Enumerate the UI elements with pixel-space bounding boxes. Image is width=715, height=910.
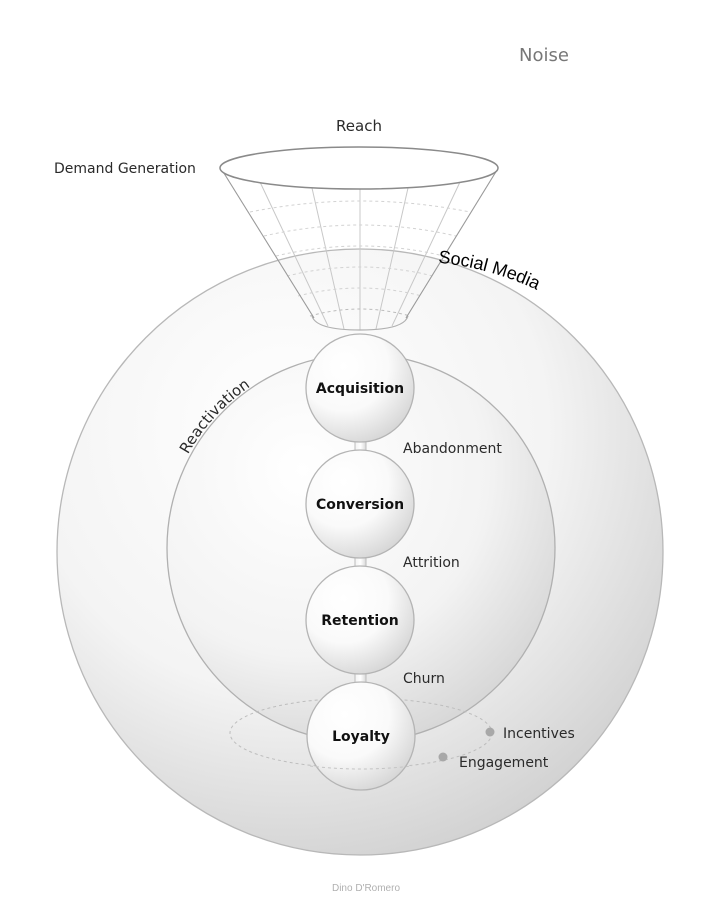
reach-label: Reach [336, 117, 382, 135]
leakage-label-abandonment: Abandonment [403, 441, 502, 457]
loyalty-orbit-front [309, 765, 413, 770]
funnel-rings [249, 200, 471, 317]
noise-label: Noise [519, 45, 569, 66]
funnel [219, 146, 499, 331]
author-credit: Dino D'Romero [332, 883, 400, 894]
stage-conversion: Conversion [305, 449, 415, 559]
demand-generation-label: Demand Generation [54, 161, 196, 177]
stage-sphere [305, 333, 415, 443]
funnel-bottom-rim [311, 315, 409, 331]
stage-sphere [305, 449, 415, 559]
stage-sphere [305, 565, 415, 675]
stage-label: Loyalty [332, 729, 390, 745]
stage-sphere [306, 681, 416, 791]
stage-loyalty: Loyalty [306, 681, 416, 791]
stage-label: Conversion [316, 497, 404, 513]
driver-label: Engagement [459, 755, 549, 771]
funnel-top-rim [219, 146, 499, 190]
stage-acquisition: Acquisition [305, 333, 415, 443]
loyalty-driver-engagement: Engagement [438, 752, 549, 771]
driver-dot [438, 752, 448, 762]
leakage-label-churn: Churn [403, 671, 445, 687]
loyalty-driver-incentives: Incentives [485, 726, 575, 742]
stage-label: Retention [321, 613, 399, 629]
leakage-label-attrition: Attrition [403, 555, 460, 571]
driver-dot [485, 727, 495, 737]
stage-label: Acquisition [316, 381, 404, 397]
driver-label: Incentives [503, 726, 575, 742]
stage-retention: Retention [305, 565, 415, 675]
